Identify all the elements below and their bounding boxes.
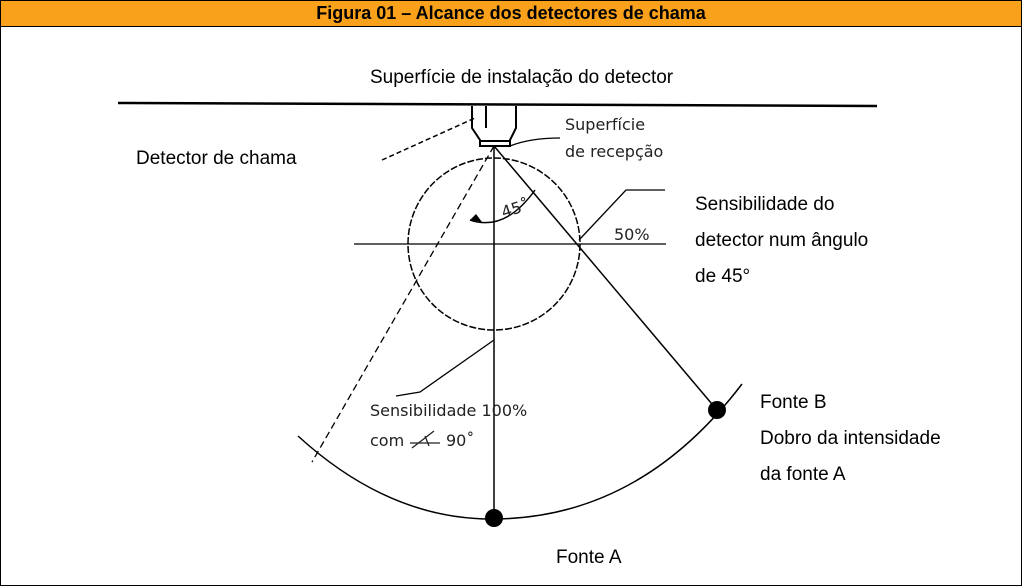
percent50-label: 50% <box>614 225 650 244</box>
detector-leader-line <box>381 117 476 161</box>
s100-label-line2a: com <box>370 431 404 450</box>
source-a-label: Fonte A <box>556 547 622 568</box>
sensitivity-leader-line <box>578 189 665 241</box>
source-b-label-line1: Fonte B <box>760 392 827 413</box>
sensitivity-label-line3: de 45° <box>695 266 750 287</box>
surface-label: Superfície de instalação do detector <box>370 67 674 88</box>
s100-label-line1: Sensibilidade 100% <box>370 401 527 420</box>
detector-body <box>471 106 517 147</box>
source-b-dot <box>708 401 726 419</box>
reception-leader-line <box>509 137 561 147</box>
angle-symbol-icon <box>410 430 440 449</box>
angle-arc <box>469 189 536 224</box>
detector-label: Detector de chama <box>136 148 297 169</box>
source-b-label-line2: Dobro da intensidade <box>760 428 941 449</box>
angle-label: 45˚ <box>499 195 532 222</box>
s100-leader-line <box>395 339 495 397</box>
left-dashed-line <box>311 145 495 463</box>
reception-label-line2: de recepção <box>565 142 663 161</box>
angle-45-line <box>493 145 718 411</box>
figure-title: Figura 01 – Alcance dos detectores de ch… <box>1 1 1021 27</box>
source-b-label-line3: da fonte A <box>760 464 846 485</box>
sensitivity-label-line1: Sensibilidade do <box>695 194 834 215</box>
angle-arrow-head <box>470 214 482 222</box>
sensitivity-label-line2: detector num ângulo <box>695 230 868 251</box>
reception-label-line1: Superfície <box>565 115 645 134</box>
s100-label-line2b: 90˚ <box>446 431 474 450</box>
source-a-dot <box>485 509 503 527</box>
installation-surface-line <box>117 101 878 108</box>
